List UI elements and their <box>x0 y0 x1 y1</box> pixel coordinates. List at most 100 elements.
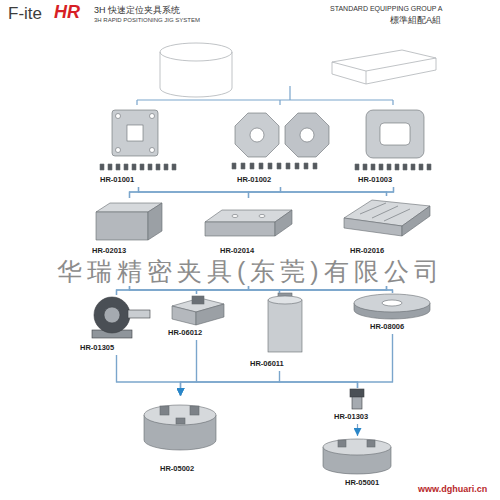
connector <box>357 424 358 436</box>
part-number: HR-05002 <box>160 465 194 473</box>
part-node: HR-02014 <box>200 198 295 258</box>
part-01305-picture <box>104 307 120 323</box>
part-01001-picture <box>127 125 143 141</box>
part-number: HR-01002 <box>237 176 271 184</box>
part-01002-picture <box>232 113 329 169</box>
part-01002-picture <box>300 128 314 142</box>
part-02016-picture <box>344 218 402 236</box>
part-02014-picture <box>205 222 275 236</box>
part-node: HR-01303 <box>330 388 384 424</box>
part-01001-picture <box>100 110 176 170</box>
part-05001-picture <box>323 439 391 474</box>
part-01002-picture <box>232 163 317 169</box>
part-01305-picture <box>94 297 130 333</box>
top-trunk-line <box>137 86 393 105</box>
part-01001-picture <box>116 114 121 119</box>
part-01001-picture <box>116 148 121 153</box>
connector <box>181 371 280 396</box>
part-02014-picture <box>259 215 265 218</box>
part-02013-picture <box>96 203 162 240</box>
connector <box>358 334 393 388</box>
part-node: HR-06011 <box>246 293 312 371</box>
part-01003-picture <box>355 164 431 170</box>
part-02013-picture <box>96 212 148 240</box>
part-node: HR-05001 <box>312 436 402 490</box>
part-number: HR-02013 <box>92 247 126 255</box>
part-02014-picture <box>232 215 238 218</box>
part-01002-picture <box>285 113 329 157</box>
part-08006-picture <box>354 294 430 312</box>
part-number: HR-01303 <box>334 413 368 421</box>
part-05002-picture <box>160 406 169 415</box>
part-node: HR-01003 <box>350 105 435 187</box>
part-05002-picture <box>144 405 216 450</box>
part-node: HR-05002 <box>135 396 225 476</box>
part-05002-picture <box>190 406 199 415</box>
connector <box>181 334 393 396</box>
part-08006-picture <box>382 300 402 306</box>
part-01001-picture <box>150 148 155 153</box>
brand-logo: HR <box>54 2 80 23</box>
part-06012-picture <box>196 304 224 325</box>
part-01305-picture <box>128 310 150 318</box>
part-01003-picture <box>355 110 431 170</box>
part-node: HR-01305 <box>76 295 156 355</box>
part-number: HR-06011 <box>250 360 284 368</box>
part-06011-picture <box>268 300 302 352</box>
part-02016-picture <box>360 203 410 221</box>
part-number: HR-01305 <box>80 344 114 352</box>
part-01002-picture <box>235 113 279 157</box>
part-06012-picture <box>172 296 224 325</box>
part-01002-picture <box>250 128 264 142</box>
part-number: HR-08006 <box>370 323 404 331</box>
part-number: HR-01001 <box>100 176 134 184</box>
part-number: HR-02016 <box>350 247 384 255</box>
part-node: HR-01001 <box>95 105 180 187</box>
connector <box>117 355 358 388</box>
part-01303-picture <box>350 389 364 397</box>
connector <box>280 371 358 388</box>
connector <box>130 187 394 198</box>
workpiece-cylinder <box>160 52 232 97</box>
part-05002-picture <box>144 405 216 425</box>
part-node: HR-01002 <box>225 105 335 187</box>
part-02014-picture <box>275 210 292 236</box>
connector <box>249 187 394 198</box>
part-05002-picture <box>176 418 185 424</box>
system-subtitle: 3H RAPID POSITIONING JIG SYSTEM <box>94 17 200 24</box>
website: www.dghuari.cn <box>418 484 487 494</box>
workpiece-block <box>332 50 436 84</box>
part-number: HR-06012 <box>168 329 202 337</box>
brand-name: F-ite <box>8 4 42 24</box>
part-number: HR-02014 <box>220 247 254 255</box>
group-title: STANDARD EQUIPPING GROUP A <box>330 5 443 13</box>
part-01001-picture <box>150 114 155 119</box>
part-node: HR-08006 <box>350 293 434 334</box>
group-title-cjk: 標準組配A組 <box>390 15 441 25</box>
connector <box>197 340 358 388</box>
workpiece-block <box>332 50 436 84</box>
part-node: HR-02016 <box>340 196 432 258</box>
part-01305-picture <box>92 297 150 338</box>
part-number: HR-05001 <box>345 479 379 487</box>
part-01001-picture <box>112 110 158 156</box>
watermark: 华瑞精密夹具(东莞)有限公司 <box>57 258 444 286</box>
part-01303-picture <box>352 397 362 409</box>
part-06012-picture <box>192 296 204 304</box>
part-08006-picture <box>354 294 430 319</box>
part-01003-picture <box>366 110 424 158</box>
part-05001-picture <box>338 440 346 447</box>
part-05001-picture <box>323 439 391 455</box>
part-node: HR-02013 <box>88 198 170 258</box>
connector <box>117 355 181 396</box>
top-trunk-line <box>137 86 393 105</box>
part-06011-picture <box>268 293 302 352</box>
part-06012-picture <box>172 306 196 325</box>
part-06011-picture <box>268 296 302 304</box>
part-05001-picture <box>367 440 375 447</box>
part-number: HR-01003 <box>358 176 392 184</box>
connector <box>387 187 394 196</box>
part-02016-picture <box>344 200 430 236</box>
workpiece-cylinder <box>160 43 232 97</box>
